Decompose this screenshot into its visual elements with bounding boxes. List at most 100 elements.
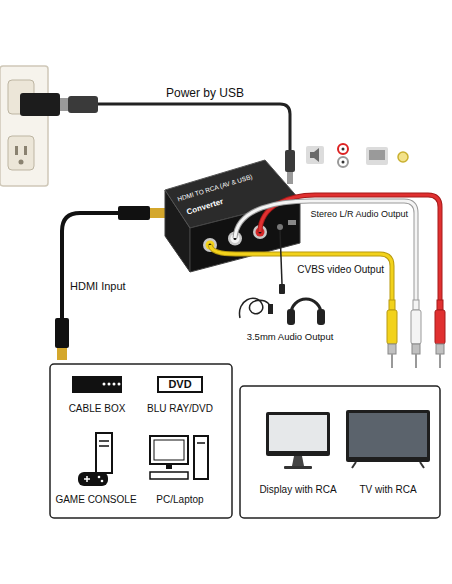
led-dot — [108, 383, 111, 386]
item-label: BLU RAY/DVD — [147, 403, 213, 415]
plug-sleeve — [437, 300, 443, 310]
callout-label: HDMI Input — [70, 280, 126, 293]
pc-monitor — [150, 436, 188, 464]
gamepad-button — [98, 476, 101, 479]
cable-box-icon — [72, 376, 122, 393]
plug-ring — [436, 344, 444, 354]
gamepad-icon — [78, 472, 108, 486]
pc-tower — [194, 436, 208, 479]
hdmi-tip — [57, 348, 67, 360]
monitor-screen — [369, 150, 385, 160]
yellow-cable-outline — [210, 245, 392, 300]
device-item: Display with RCA — [259, 484, 336, 496]
audio-cable-coil — [239, 298, 270, 318]
usb-metal — [287, 172, 293, 184]
display-stand — [292, 456, 304, 466]
tv-screen — [349, 413, 427, 457]
monitor-icon — [366, 147, 388, 165]
plug-pin — [415, 354, 417, 368]
display-frame — [266, 412, 330, 456]
pc-screen — [154, 440, 184, 460]
display-screen — [269, 415, 327, 451]
red-cable — [260, 195, 440, 300]
device-item: DVD BLU RAY/DVD — [147, 376, 213, 415]
device-item: CABLE BOX — [69, 403, 126, 415]
plug-body — [387, 310, 397, 344]
gamepad-button — [101, 480, 104, 483]
white-cable — [235, 201, 416, 300]
plug-body — [435, 310, 445, 344]
led-dot — [103, 383, 106, 386]
led-dot — [113, 383, 116, 386]
callout-label: 3.5mm Audio Output — [247, 331, 334, 342]
red-plug — [435, 300, 445, 368]
tv-frame — [346, 410, 430, 462]
headphone-cup — [287, 309, 295, 325]
yellow-cable — [210, 245, 392, 300]
audio-jack — [277, 224, 283, 230]
pc-stand — [166, 464, 172, 469]
hdmi-tip — [150, 208, 166, 218]
hdmi-plug — [118, 206, 150, 220]
usb-metal — [60, 98, 68, 111]
white-plug — [411, 300, 421, 368]
wall-plate — [0, 66, 48, 186]
console-tower — [96, 433, 112, 473]
socket — [8, 136, 34, 170]
hdmi-plug — [55, 318, 69, 348]
jack-pin — [342, 161, 345, 164]
pc-drive — [197, 442, 205, 444]
icon-text: DVD — [157, 376, 202, 393]
socket-slot — [15, 146, 18, 155]
jack-pin — [342, 148, 345, 151]
tv-feet — [352, 462, 424, 468]
display-base — [284, 466, 312, 469]
callout-label: Power by USB — [166, 86, 244, 100]
plug-sleeve — [413, 300, 419, 310]
plug-pin — [391, 354, 393, 368]
audio-cable — [280, 230, 282, 284]
item-label: GAME CONSOLE — [55, 494, 136, 506]
yellow-plug — [387, 300, 397, 368]
power-adapter — [20, 93, 60, 116]
headphone-band — [291, 299, 321, 314]
item-label: Display with RCA — [259, 484, 336, 496]
usb-port — [288, 220, 296, 225]
usb-plug — [285, 150, 295, 172]
console-slot — [99, 445, 109, 447]
plug-ring — [412, 344, 420, 354]
socket-slot — [24, 146, 27, 155]
white-cable-outline — [235, 201, 416, 300]
yellow-jack-icon — [398, 152, 408, 162]
audio-plug — [268, 304, 273, 314]
speaker-icon — [306, 146, 324, 164]
callout-label: Stereo L/R Audio Output — [310, 209, 408, 220]
device-item: TV with RCA — [359, 484, 416, 496]
item-label: CABLE BOX — [69, 403, 126, 415]
red-cable-outline — [260, 195, 440, 300]
speaker-symbol — [310, 148, 319, 162]
device-item: GAME CONSOLE — [55, 494, 136, 506]
item-label: PC/Laptop — [156, 494, 203, 506]
white-jack-icon — [338, 157, 348, 167]
item-label: TV with RCA — [359, 484, 416, 496]
hdmi-cable — [62, 213, 118, 318]
plug-sleeve — [389, 300, 395, 310]
usb-plug — [68, 96, 98, 113]
led-dot — [118, 383, 121, 386]
audio-plug — [279, 284, 285, 294]
plug-body — [411, 310, 421, 344]
source-panel — [50, 364, 232, 518]
console-slot — [99, 440, 109, 442]
plug-pin — [439, 354, 441, 368]
callout-label: CVBS video Output — [297, 264, 384, 276]
pc-keyboard — [150, 472, 188, 479]
device-item: PC/Laptop — [156, 494, 203, 506]
display-panel — [240, 386, 440, 518]
gamepad-dpad — [84, 476, 90, 482]
socket-ground — [19, 160, 24, 165]
red-jack-icon — [338, 144, 348, 154]
plug-ring — [388, 344, 396, 354]
usb-cable — [98, 104, 290, 150]
